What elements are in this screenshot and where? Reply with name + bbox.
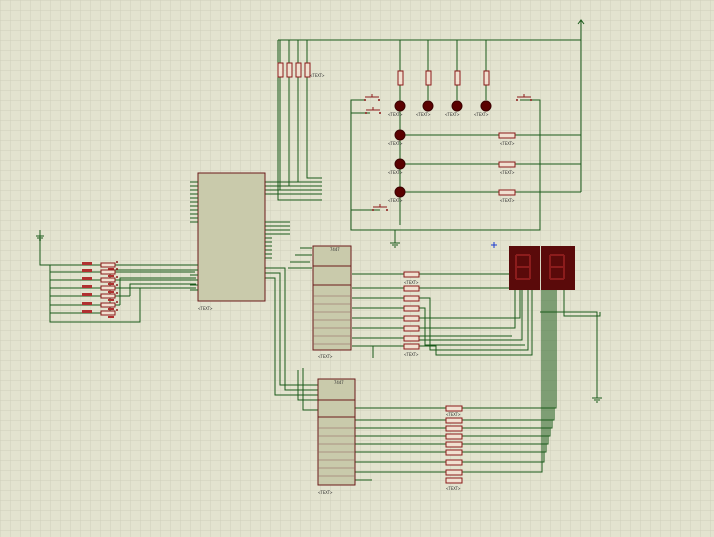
led[interactable] xyxy=(422,100,434,112)
decoder-b-resistor[interactable] xyxy=(445,433,463,440)
input-switch[interactable] xyxy=(82,268,118,277)
decoder-b-resistor[interactable] xyxy=(445,459,463,466)
decoder-b-resistor[interactable] xyxy=(445,441,463,448)
ground-symbols xyxy=(36,230,602,403)
decoder-a-resistor[interactable] xyxy=(403,271,420,278)
led-resistor[interactable] xyxy=(397,70,404,86)
matrix-push-button[interactable] xyxy=(364,94,380,101)
mcu-chip[interactable]: <TEXT> xyxy=(190,172,272,311)
decoder-a-title: 7447 xyxy=(330,247,340,252)
matrix-push-button[interactable] xyxy=(372,204,388,211)
row-resistor-tag: <TEXT> xyxy=(500,170,515,175)
input-switch[interactable] xyxy=(82,309,118,318)
input-switch[interactable] xyxy=(82,292,118,301)
matrix-push-button[interactable] xyxy=(516,94,532,101)
led-tag: <TEXT> xyxy=(388,170,403,175)
seven-segment-display[interactable] xyxy=(509,246,575,290)
ground-symbol-left xyxy=(36,230,44,241)
led-tag: <TEXT> xyxy=(388,112,403,117)
decoder-a-resistor[interactable] xyxy=(403,325,420,332)
led-tag: <TEXT> xyxy=(388,198,403,203)
decoder-b-resistor[interactable] xyxy=(445,405,463,412)
row-resistor[interactable] xyxy=(498,132,516,139)
pullup-resistor-tag: <TEXT> xyxy=(310,73,325,78)
led-tag: <TEXT> xyxy=(388,141,403,146)
decoder-a-tag: <TEXT> xyxy=(318,354,333,359)
input-switch[interactable] xyxy=(82,261,118,270)
pullup-resistor[interactable] xyxy=(277,62,284,78)
led-resistor[interactable] xyxy=(425,70,432,86)
led-tag: <TEXT> xyxy=(445,112,460,117)
led[interactable] xyxy=(394,129,406,141)
led[interactable] xyxy=(480,100,492,112)
wire-net[interactable] xyxy=(39,19,601,481)
decoder-b-resistor-tag: <TEXT> xyxy=(446,486,461,491)
led[interactable] xyxy=(451,100,463,112)
led[interactable] xyxy=(394,100,406,112)
pullup-resistor[interactable] xyxy=(286,62,293,78)
led-tag: <TEXT> xyxy=(474,112,489,117)
decoder-a-resistor-tag: <TEXT> xyxy=(404,352,419,357)
input-switch[interactable] xyxy=(82,276,118,285)
decoder-a-resistor[interactable] xyxy=(403,305,420,312)
row-resistor-tag: <TEXT> xyxy=(500,198,515,203)
led-resistor[interactable] xyxy=(483,70,490,86)
decoder-a-resistor[interactable] xyxy=(403,315,420,322)
led[interactable] xyxy=(394,186,406,198)
decoder-b-resistor[interactable] xyxy=(445,477,463,484)
pullup-resistor[interactable] xyxy=(304,62,311,78)
decoder-b-resistor[interactable] xyxy=(445,417,463,424)
row-resistor[interactable] xyxy=(498,189,516,196)
decoder-a-resistor[interactable] xyxy=(403,343,420,350)
row-resistor-tag: <TEXT> xyxy=(500,141,515,146)
input-switch[interactable] xyxy=(82,301,118,310)
decoder-a-resistor-tag: <TEXT> xyxy=(404,280,419,285)
decoder-b-resistor-tag: <TEXT> xyxy=(446,412,461,417)
display-segments xyxy=(515,254,565,280)
decoder-chip-b[interactable]: 7447 <TEXT> xyxy=(317,378,356,495)
led-tag: <TEXT> xyxy=(416,112,431,117)
decoder-b-resistor[interactable] xyxy=(445,449,463,456)
pullup-resistor[interactable] xyxy=(295,62,302,78)
decoder-b-resistor[interactable] xyxy=(445,425,463,432)
decoder-a-resistor[interactable] xyxy=(403,285,420,292)
decoder-a-resistor[interactable] xyxy=(403,335,420,342)
decoder-chip-a[interactable]: 7447 <TEXT> xyxy=(312,245,352,359)
input-switch[interactable] xyxy=(82,284,118,293)
led-resistor[interactable] xyxy=(454,70,461,86)
decoder-b-tag: <TEXT> xyxy=(318,490,333,495)
ground-symbol-right xyxy=(592,397,602,403)
mcu-tag: <TEXT> xyxy=(198,306,213,311)
matrix-push-button[interactable] xyxy=(365,107,381,114)
decoder-a-resistor[interactable] xyxy=(403,295,420,302)
row-resistor[interactable] xyxy=(498,161,516,168)
led[interactable] xyxy=(394,158,406,170)
ground-symbol-matrix xyxy=(390,242,400,248)
power-terminal xyxy=(577,19,585,25)
cursor-crosshair xyxy=(491,242,497,248)
decoder-b-title: 7447 xyxy=(334,380,344,385)
decoder-b-resistor[interactable] xyxy=(445,469,463,476)
